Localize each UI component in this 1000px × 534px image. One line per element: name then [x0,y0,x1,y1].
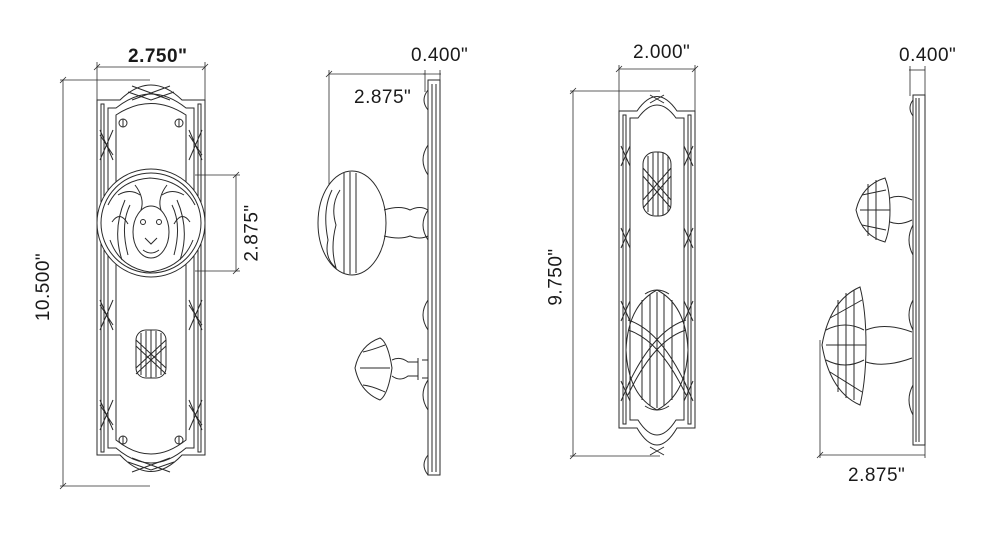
dimension-label-thickness-lion-side: 0.400" [411,45,469,66]
dimension-line-height-9750 [570,88,660,459]
dimension-label-width-lion: 2.750" [128,46,188,67]
plate-outline [97,85,205,472]
dimension-line-thickness-0400 [909,66,925,96]
side-ribbon-decorations [100,130,202,430]
plate-edge [428,80,440,475]
thumbturn-narrow-plate [643,152,671,216]
small-knob-side [856,178,912,242]
dimension-line-height-10500 [60,77,150,489]
dimension-label-height-narrow: 9.750" [545,248,567,306]
dimension-label-thickness-narrow-side: 0.400" [899,45,957,66]
dimension-label-projection-narrow-side: 2.875" [848,465,906,486]
dimension-label-width-narrow: 2.000" [633,42,691,63]
dimension-line-width-2750 [94,62,208,100]
plate-outline [619,97,695,446]
ribbon-wrapped-knob-front [626,290,688,410]
lion-head-knob [97,169,205,277]
dimension-label-height-lion: 10.500" [33,252,55,322]
dimension-line-knob-2875 [195,172,240,274]
thumbturn-side-lion [355,338,428,400]
lion-plate-front-view [60,62,240,489]
thumbturn-lion-plate [136,330,166,378]
lion-plate-side-view [318,70,441,475]
plate-edge [913,95,925,445]
dimension-line-width-2000 [616,65,698,112]
dimension-label-projection-lion-side: 2.875" [354,87,412,108]
large-knob-side [822,287,912,405]
dimension-label-knob-lion: 2.875" [241,204,263,262]
narrow-plate-front-view [570,65,698,459]
lion-knob-side [318,171,428,275]
narrow-plate-side-view [817,66,925,458]
